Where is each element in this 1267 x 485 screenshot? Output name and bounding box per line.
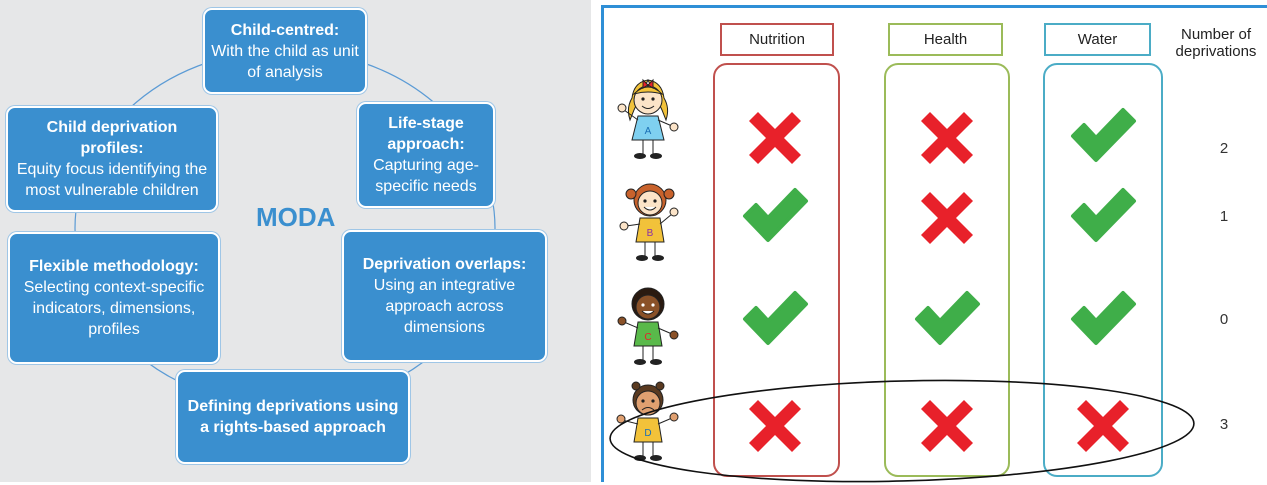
child-b-figure: B — [619, 183, 679, 261]
moda-center-label: MODA — [256, 202, 336, 232]
node-life-stage-title: Life-stage approach: — [387, 115, 465, 153]
child-d-figure: D — [616, 381, 679, 461]
cross-mark-icon — [749, 400, 801, 452]
column-header-water: Water — [1044, 23, 1151, 56]
node-child-centred-title: Child-centred: — [230, 21, 340, 39]
check-mark-icon — [743, 291, 808, 345]
cross-mark-icon — [749, 112, 801, 164]
node-life-stage: Life-stage approach: Capturing age-specif… — [357, 102, 495, 208]
check-mark-icon — [1071, 188, 1136, 242]
deprivation-table-panel: Nutrition Health Water Number of depriva… — [601, 5, 1267, 483]
child-c-figure: C — [617, 287, 679, 365]
node-deprivation-overlaps-title: Deprivation overlaps: — [362, 256, 527, 273]
svg-text:D: D — [644, 428, 651, 439]
cross-mark-icon — [1077, 400, 1129, 452]
node-flexible-methodology-text: Selecting context-specific indicators, d… — [23, 279, 205, 338]
number-of-deprivations-header: Number of deprivations — [1175, 26, 1257, 60]
count-row-b: 1 — [1219, 208, 1229, 225]
node-deprivation-overlaps: Deprivation overlaps: Using an integrativ… — [342, 230, 547, 362]
svg-text:A: A — [645, 126, 652, 137]
column-header-nutrition: Nutrition — [720, 23, 834, 56]
node-flexible-methodology: Flexible methodology: Selecting context-s… — [8, 232, 220, 364]
cross-mark-icon — [921, 112, 973, 164]
node-child-deprivation-profiles: Child deprivation profiles: Equity focus… — [6, 106, 218, 212]
check-mark-icon — [1071, 108, 1136, 162]
moda-cycle-panel: Child-centred: With the child as unit of … — [0, 0, 591, 482]
node-defining-deprivations: Defining deprivations using a rights-bas… — [176, 370, 410, 464]
check-mark-icon — [1071, 291, 1136, 345]
deprivation-marks — [609, 108, 1195, 483]
cross-mark-icon — [921, 192, 973, 244]
node-child-deprivation-profiles-title: Child deprivation profiles: — [46, 119, 178, 157]
svg-text:C: C — [644, 332, 651, 343]
water-column-frame — [1043, 63, 1163, 477]
node-flexible-methodology-title: Flexible methodology: — [29, 258, 199, 275]
count-row-c: 0 — [1219, 311, 1229, 328]
cross-mark-icon — [921, 400, 973, 452]
count-row-a: 2 — [1219, 140, 1229, 157]
highlight-ellipse — [609, 379, 1195, 483]
child-a-figure: A — [617, 78, 679, 159]
nutrition-column-frame — [713, 63, 840, 477]
column-header-health: Health — [888, 23, 1003, 56]
check-mark-icon — [915, 291, 980, 345]
node-life-stage-text: Capturing age-specific needs — [373, 157, 479, 195]
node-child-centred: Child-centred: With the child as unit of … — [203, 8, 367, 94]
node-child-centred-text: With the child as unit of analysis — [211, 42, 359, 81]
node-child-deprivation-profiles-text: Equity focus identifying the most vulner… — [16, 161, 208, 199]
count-row-d: 3 — [1219, 416, 1229, 433]
node-defining-deprivations-title: Defining deprivations using a rights-bas… — [187, 398, 399, 436]
health-column-frame — [884, 63, 1010, 477]
svg-text:B: B — [647, 228, 654, 239]
node-deprivation-overlaps-text: Using an integrative approach across dim… — [373, 277, 516, 336]
check-mark-icon — [743, 188, 808, 242]
